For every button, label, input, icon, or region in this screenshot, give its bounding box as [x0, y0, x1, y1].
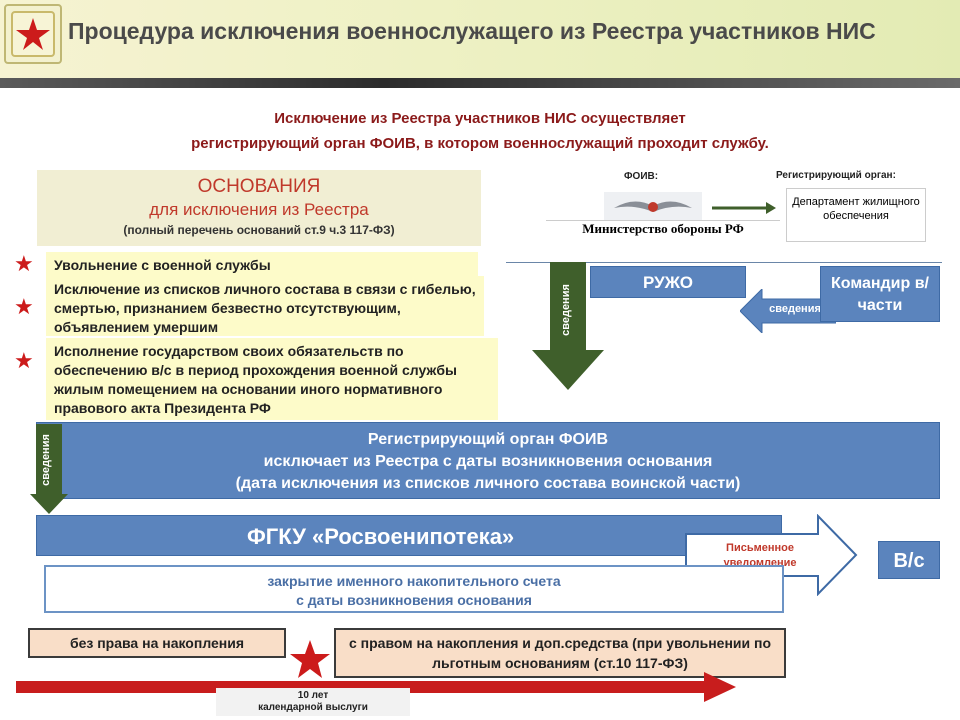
star-icon: ★ — [14, 251, 34, 276]
ruzho-box: РУЖО — [590, 266, 746, 298]
star-icon: ★ — [14, 294, 34, 319]
reg-body-label: Регистрирующий орган: — [776, 170, 896, 181]
subtitle-line-1: Исключение из Реестра участников НИС осу… — [274, 110, 686, 127]
header — [0, 0, 960, 78]
arrow-right-icon — [712, 202, 776, 214]
divider — [506, 262, 942, 263]
page-title: Процедура исключения военнослужащего из … — [68, 18, 876, 44]
timeline-right-box: с правом на накопления и доп.средства (п… — [334, 628, 786, 678]
closing-box: закрытие именного накопительного счета с… — [44, 565, 784, 613]
timeline-arrow-icon — [16, 672, 736, 702]
vs-box: В/с — [878, 541, 940, 579]
ground-item-1: Увольнение с военной службы — [46, 252, 478, 278]
down-arrow-icon — [30, 424, 68, 514]
reg-body-line-2: исключает из Реестра с даты возникновени… — [263, 453, 713, 470]
closing-line-1: закрытие именного накопительного счета — [267, 573, 561, 589]
grounds-header: ОСНОВАНИЯ для исключения из Реестра (пол… — [37, 170, 481, 246]
subtitle-line-2: регистрирующий орган ФОИВ, в котором вое… — [191, 135, 769, 152]
star-emblem-icon — [11, 11, 55, 57]
reg-body-name: Департамент жилищного обеспечения — [786, 188, 926, 242]
foiv-label: ФОИВ: — [624, 171, 659, 182]
closing-line-2: с даты возникновения основания — [296, 592, 532, 608]
commander-box: Командир в/ части — [820, 266, 940, 322]
svg-text:сведения: сведения — [40, 434, 52, 486]
ground-item-3: Исполнение государством своих обязательс… — [46, 338, 498, 420]
service-years-line-1: 10 лет — [297, 690, 329, 701]
reg-body-line-1: Регистрирующий орган ФОИВ — [367, 431, 609, 448]
down-arrow-icon — [532, 262, 604, 390]
header-divider — [0, 78, 960, 88]
svedeniya-label-1: сведения — [544, 282, 594, 338]
grounds-subtitle: для исключения из Реестра — [149, 200, 369, 219]
timeline-left-box: без права на накопления — [28, 628, 286, 658]
svg-text:сведения: сведения — [560, 284, 572, 336]
grounds-title: ОСНОВАНИЯ — [197, 176, 321, 197]
star-icon — [290, 640, 330, 678]
grounds-note: (полный перечень оснований ст.9 ч.3 117-… — [123, 223, 395, 237]
left-arrow-icon — [740, 289, 836, 333]
reg-body-line-3: (дата исключения из списков личного сост… — [235, 475, 741, 492]
logo — [4, 4, 62, 64]
eagle-emblem-icon — [604, 192, 702, 222]
service-years-line-2: календарной выслуги — [258, 702, 368, 713]
reg-body-bar: Регистрирующий орган ФОИВ исключает из Р… — [36, 422, 940, 499]
svedeniya-label-2: сведения — [769, 303, 821, 315]
ground-item-2: Исключение из списков личного состава в … — [46, 276, 484, 336]
fgku-bar: ФГКУ «Росвоенипотека» — [36, 515, 782, 556]
svedeniya-label-3: сведения — [30, 428, 68, 492]
star-icon: ★ — [14, 348, 34, 373]
service-years-label: 10 лет календарной выслуги — [216, 688, 410, 716]
foiv-name: Министерство обороны РФ — [546, 220, 780, 240]
